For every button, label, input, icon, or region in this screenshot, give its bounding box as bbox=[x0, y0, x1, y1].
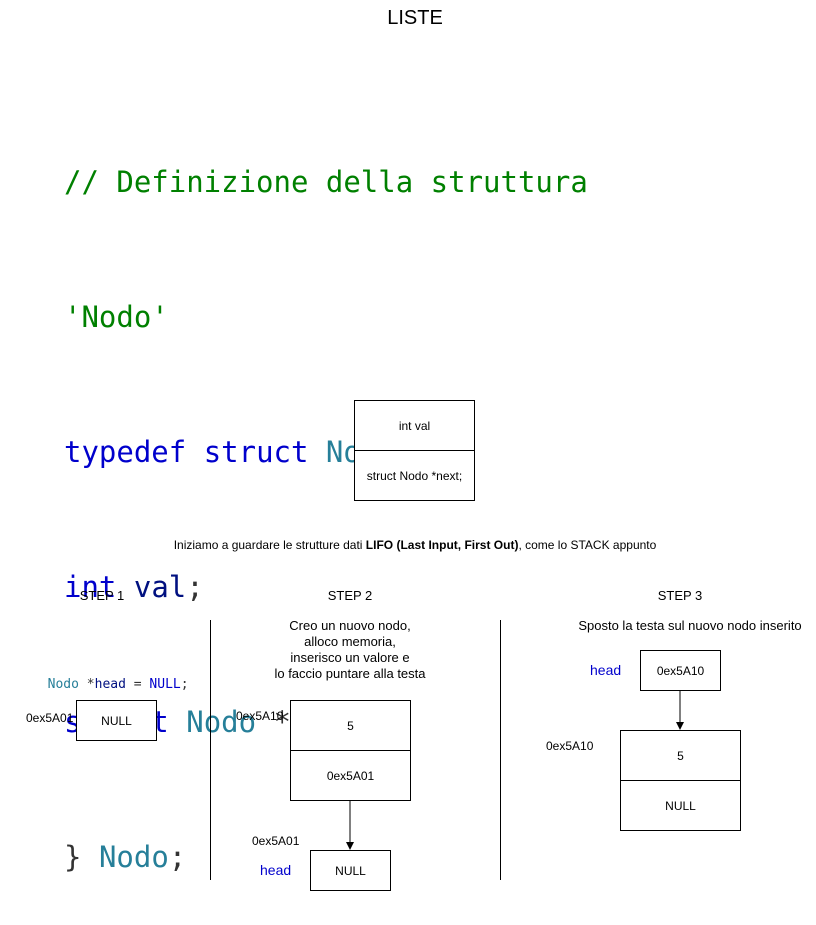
code-comment: // Definizione della struttura bbox=[64, 165, 588, 199]
struct-field-next: struct Nodo *next; bbox=[366, 468, 463, 483]
code-line-6: } Nodo; bbox=[64, 835, 588, 880]
step1-code: Nodo *head = NULL; bbox=[32, 662, 189, 692]
code-keyword: typedef bbox=[64, 435, 187, 469]
step2-desc-line: inserisco un valore e bbox=[290, 650, 410, 665]
step2-title: STEP 2 bbox=[327, 588, 373, 603]
code-comment: 'Nodo' bbox=[64, 300, 169, 334]
code-keyword: int bbox=[64, 570, 117, 604]
code-punctuation: ; bbox=[180, 677, 189, 692]
code-type: Nodo bbox=[47, 677, 79, 692]
step2-node-next: 0ex5A01 bbox=[326, 768, 375, 783]
step3-node-val: 5 bbox=[621, 731, 740, 781]
step3-node-address: 0ex5A10 bbox=[546, 739, 594, 753]
intro-text-part: , come lo STACK appunto bbox=[518, 538, 657, 552]
step3-title: STEP 3 bbox=[657, 588, 703, 603]
code-line-4: int val; bbox=[64, 565, 588, 610]
code-line-2: 'Nodo' bbox=[64, 295, 588, 340]
code-punctuation: * bbox=[86, 677, 95, 692]
code-keyword: NULL bbox=[149, 677, 181, 692]
step3-description: Sposto la testa sul nuovo nodo inserito bbox=[578, 618, 802, 633]
divider-left bbox=[210, 620, 211, 880]
step3-head-label: head bbox=[590, 662, 622, 678]
code-type: Nodo bbox=[98, 840, 169, 874]
step3-node: 5 NULL bbox=[620, 730, 741, 831]
step3-head-box: 0ex5A10 bbox=[640, 650, 721, 691]
step2-target-box: NULL bbox=[310, 850, 391, 891]
step2-desc-line: lo faccio puntare alla testa bbox=[274, 666, 426, 681]
code-keyword: struct bbox=[203, 435, 309, 469]
step2-head-label: head bbox=[260, 862, 292, 878]
code-punctuation: = bbox=[125, 677, 150, 692]
code-punctuation: } bbox=[64, 840, 82, 874]
page-title: LISTE bbox=[387, 7, 443, 29]
step1-null-box: NULL bbox=[76, 700, 157, 741]
step2-desc-line: Creo un nuovo nodo, bbox=[289, 618, 411, 633]
divider-right bbox=[500, 620, 501, 880]
step2-desc-line: alloco memoria, bbox=[304, 634, 396, 649]
code-punctuation: * bbox=[273, 705, 292, 739]
intro-text-bold: LIFO (Last Input, First Out) bbox=[365, 538, 519, 552]
step2-description: Creo un nuovo nodo, alloco memoria, inse… bbox=[250, 618, 450, 682]
step2-target-address: 0ex5A01 bbox=[252, 834, 300, 848]
intro-text: Iniziamo a guardare le strutture dati LI… bbox=[0, 538, 816, 552]
code-identifier: val bbox=[133, 570, 187, 604]
step2-arrow bbox=[346, 800, 354, 850]
code-line-1: // Definizione della struttura bbox=[64, 160, 588, 205]
step1-address: 0ex5A01 bbox=[26, 711, 74, 725]
step2-node: 5 0ex5A01 bbox=[290, 700, 411, 801]
step2-node-val: 5 bbox=[291, 701, 410, 751]
code-punctuation: ; bbox=[186, 570, 204, 604]
struct-diagram: int val struct Nodo *next; bbox=[354, 400, 475, 501]
step3-arrow bbox=[676, 690, 684, 730]
code-punctuation: ; bbox=[168, 840, 187, 874]
code-type: Nodo bbox=[186, 705, 257, 739]
code-identifier: head bbox=[94, 677, 126, 692]
step2-node-address: 0ex5A10 bbox=[236, 709, 284, 723]
step3-node-next: NULL bbox=[665, 798, 696, 813]
struct-field-val: int val bbox=[355, 401, 474, 451]
code-line-3: typedef struct Nodo { bbox=[64, 430, 588, 475]
step1-title: STEP 1 bbox=[79, 588, 125, 603]
intro-text-part: Iniziamo a guardare le strutture dati bbox=[173, 538, 366, 552]
